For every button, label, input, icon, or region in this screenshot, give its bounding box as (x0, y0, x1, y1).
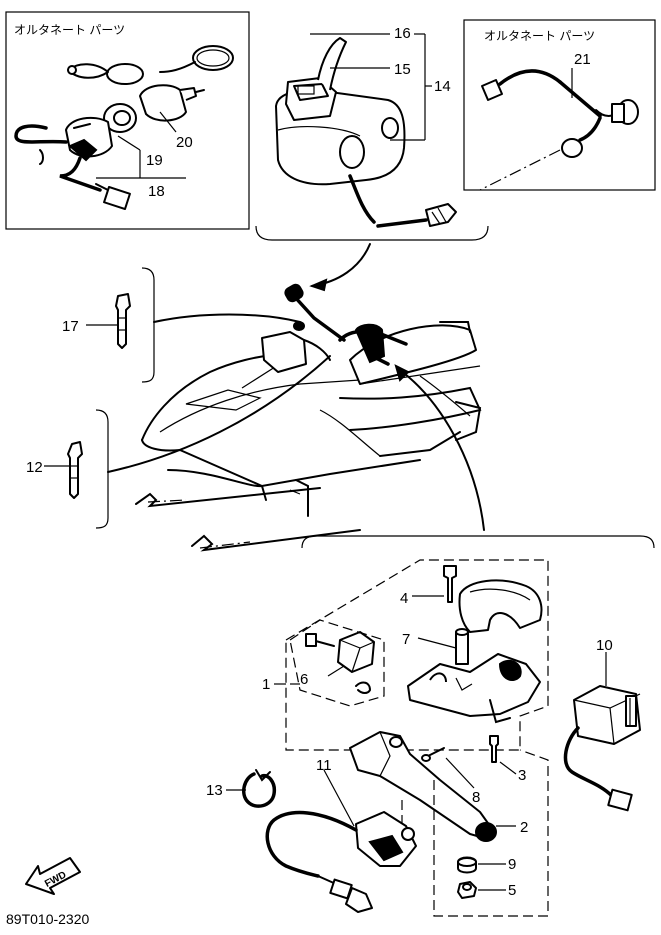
tie-wrap-17 (115, 293, 131, 349)
callout-3: 3 (518, 767, 526, 784)
alt-parts-label-right: オルタネート パーツ (484, 29, 595, 43)
alt-parts-box-left: オルタネート パーツ (5, 11, 250, 230)
tie-wrap-12 (67, 441, 83, 499)
snowmobile (135, 283, 482, 552)
callout-10: 10 (596, 637, 613, 654)
switch-box: 16 15 14 (255, 25, 489, 241)
callout-8: 8 (472, 789, 480, 806)
switch-harness (14, 124, 131, 211)
alt-parts-label-left: オルタネート パーツ (14, 23, 125, 37)
key-switch-cap (139, 84, 205, 122)
callout-7: 7 (402, 631, 410, 648)
callout-20: 20 (176, 134, 193, 151)
fwd-arrow-icon: FWD (25, 857, 81, 895)
callout-9: 9 (508, 856, 516, 873)
callout-2: 2 (520, 819, 528, 836)
callout-13: 13 (206, 782, 223, 799)
key-lanyard (67, 45, 234, 85)
callout-21: 21 (574, 51, 591, 68)
diagram-code: 89T010-2320 (6, 911, 90, 927)
key-switch (65, 103, 137, 162)
callout-18: 18 (148, 183, 165, 200)
callout-19: 19 (146, 152, 163, 169)
callout-1: 1 (262, 676, 270, 693)
callout-12: 12 (26, 459, 43, 476)
throttle-assembly: 4 7 6 1 10 11 13 3 8 2 9 5 (206, 559, 641, 917)
callout-15: 15 (394, 61, 411, 78)
callout-6: 6 (300, 671, 308, 688)
callout-11: 11 (316, 757, 332, 774)
callout-14: 14 (434, 78, 451, 95)
alt-parts-box-right: オルタネート パーツ 21 (463, 19, 656, 191)
callout-16: 16 (394, 25, 411, 42)
callout-4: 4 (400, 590, 408, 607)
callout-5: 5 (508, 882, 516, 899)
callout-17: 17 (62, 318, 79, 335)
